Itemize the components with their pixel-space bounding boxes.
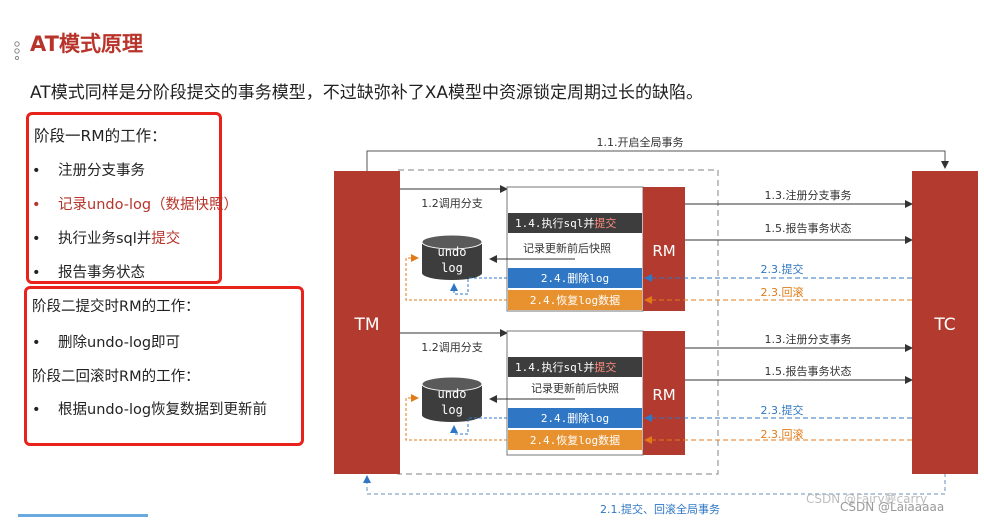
delete-log-label: 2.4.删除log — [541, 271, 609, 285]
intro-text: AT模式同样是分阶段提交的事务模型，不过缺弥补了XA模型中资源锁定周期过长的缺陷… — [30, 83, 703, 103]
slide-title: AT模式原理 — [30, 32, 143, 56]
phase2-commit-heading: 阶段二提交时RM的工作： — [32, 299, 200, 315]
phase2-rollback-item: •根据undo-log恢复数据到更新前 — [32, 402, 268, 418]
exec-sql-highlight: 提交 — [594, 216, 616, 230]
rm-node — [643, 187, 685, 311]
tc-node — [912, 171, 978, 474]
rm-node — [643, 331, 685, 455]
phase1-item: •执行业务sql并提交 — [32, 231, 181, 247]
record-snapshot-label: 记录更新前后快照 — [531, 381, 619, 395]
start-global-arrow — [366, 150, 949, 171]
register-branch-label: 1.3.注册分支事务 — [765, 188, 852, 202]
phase1-box — [26, 112, 222, 284]
undo-log-label: undo — [438, 245, 467, 259]
exec-sql-highlight: 提交 — [594, 360, 616, 374]
delete-log-step — [508, 268, 642, 288]
restore-log-step — [508, 430, 642, 450]
bullet-icon: • — [32, 231, 41, 247]
start-global-label: 1.1.开启全局事务 — [597, 135, 684, 149]
watermark: CSDN @Laiaaaaa — [840, 500, 945, 514]
bullet-icon: • — [32, 402, 41, 418]
rollback-label: 2.3.回滚 — [761, 427, 804, 441]
register-branch-label: 1.3.注册分支事务 — [765, 332, 852, 346]
undo-log-db-icon — [421, 234, 483, 280]
commit-label: 2.3.提交 — [761, 403, 804, 417]
phase1-item: •记录undo-log（数据快照） — [32, 197, 239, 213]
delete-log-label: 2.4.删除log — [541, 411, 609, 425]
commit-label: 2.3.提交 — [761, 262, 804, 276]
undo-log-db-icon — [421, 376, 483, 422]
report-status-label: 1.5.报告事务状态 — [765, 221, 852, 235]
call-branch-label: 1.2调用分支 — [421, 341, 483, 354]
bullet-icon: • — [32, 163, 41, 179]
end-global-arrow — [363, 473, 946, 495]
record-snapshot-label: 记录更新前后快照 — [523, 241, 611, 255]
bullet-icon: • — [32, 197, 41, 213]
restore-log-label: 2.4.恢复log数据 — [530, 433, 620, 447]
rm-label: RM — [652, 386, 675, 404]
exec-sql-label: 1.4.执行sql并 — [515, 360, 594, 374]
rollback-label: 2.3.回滚 — [761, 285, 804, 299]
tm-node — [334, 171, 400, 474]
phase1-item: •报告事务状态 — [32, 265, 145, 281]
tc-label: TC — [933, 315, 955, 335]
undo-log-label: log — [441, 261, 463, 275]
exec-sql-label: 1.4.执行sql并 — [515, 216, 594, 230]
phase1-item: •注册分支事务 — [32, 163, 145, 179]
exec-sql-step — [508, 357, 642, 377]
title-marker-icon — [14, 41, 20, 60]
exec-sql-step — [508, 213, 642, 233]
svg-text:1.4.执行sql并提交: 1.4.执行sql并提交 — [515, 216, 616, 230]
phase2-commit-item: •删除undo-log即可 — [32, 335, 181, 351]
bullet-icon: • — [32, 335, 41, 351]
restore-log-step — [508, 290, 642, 310]
call-branch-label: 1.2调用分支 — [421, 197, 483, 210]
end-global-label: 2.1.提交、回滚全局事务 — [600, 502, 720, 516]
delete-log-step — [508, 408, 642, 428]
phase2-box — [24, 286, 304, 446]
undo-log-label: log — [441, 403, 463, 417]
bullet-icon: • — [32, 265, 41, 281]
rm-label: RM — [652, 242, 675, 260]
rm-group-2: 1.2调用分支 1.4.执行sql并提交 记录更新前后快照 2.4.删除log … — [400, 329, 913, 456]
tm-label: TM — [353, 315, 379, 335]
restore-log-label: 2.4.恢复log数据 — [530, 293, 620, 307]
phase2-rollback-heading: 阶段二回滚时RM的工作： — [32, 369, 200, 385]
bottom-accent-bar — [18, 514, 148, 517]
rm-group-1: 1.2调用分支 1.4.执行sql并提交 记录更新前后快照 2.4.删除log … — [400, 185, 913, 312]
report-status-label: 1.5.报告事务状态 — [765, 364, 852, 378]
watermark: CSDN @Fairy要carry — [806, 492, 928, 506]
svg-text:1.4.执行sql并提交: 1.4.执行sql并提交 — [515, 360, 616, 374]
phase1-heading: 阶段一RM的工作： — [34, 127, 167, 145]
undo-log-label: undo — [438, 387, 467, 401]
